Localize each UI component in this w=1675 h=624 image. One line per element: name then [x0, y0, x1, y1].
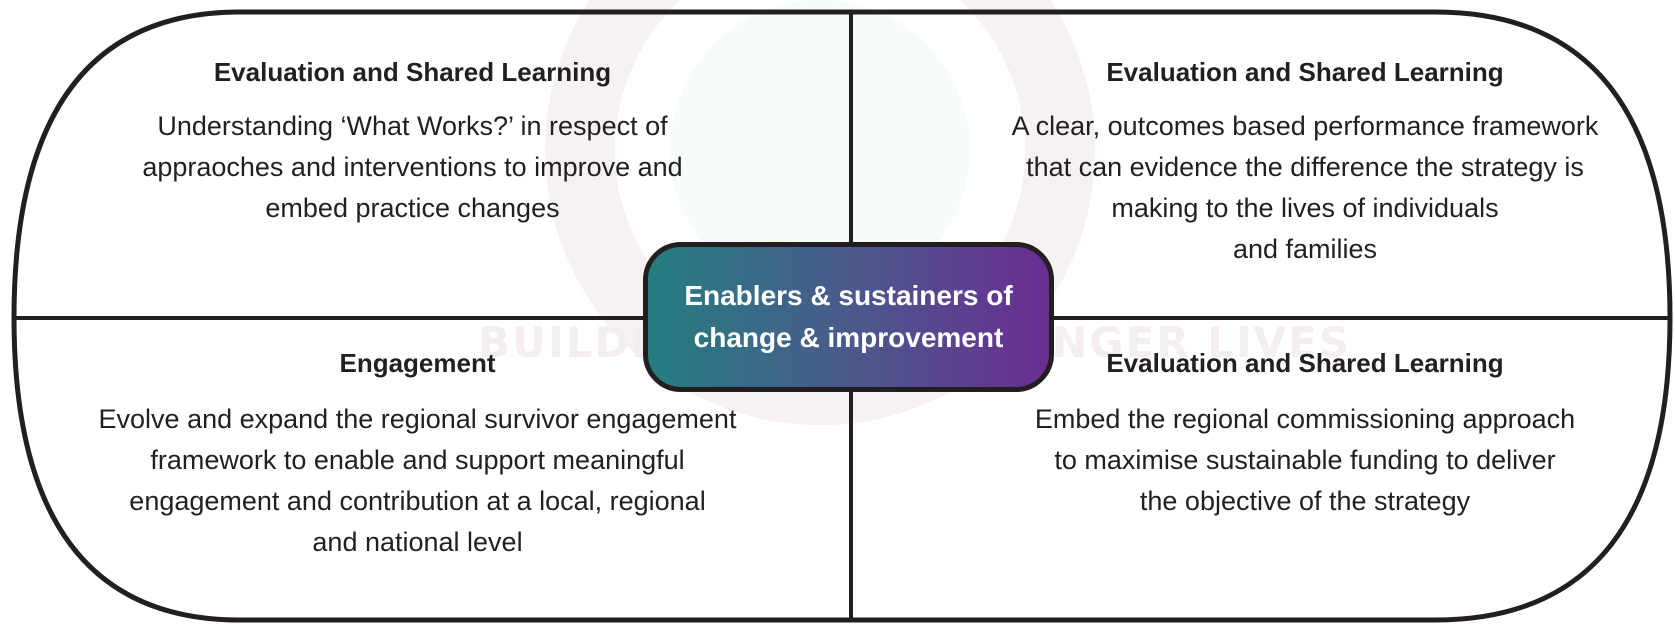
- quadrant-text: Evolve and expand the regional survivor …: [45, 399, 790, 563]
- watermark-text-right: NGER LIVES: [1052, 318, 1352, 367]
- text-line: to maximise sustainable funding to deliv…: [1054, 445, 1556, 475]
- quadrant-title: Engagement: [339, 348, 496, 378]
- text-line: making to the lives of individuals: [1111, 193, 1499, 223]
- text-line: A clear, outcomes based performance fram…: [1011, 111, 1599, 141]
- quadrant-text: Understanding ‘What Works?’ in respect o…: [80, 106, 745, 229]
- text-line: framework to enable and support meaningf…: [150, 445, 685, 475]
- center-label-line: change & improvement: [693, 322, 1004, 353]
- text-line: that can evidence the difference the str…: [1026, 152, 1584, 182]
- text-line: Understanding ‘What Works?’ in respect o…: [157, 111, 668, 141]
- text-line: embed practice changes: [265, 193, 560, 223]
- text-line: and national level: [312, 527, 523, 557]
- center-label-box: Enablers & sustainers of change & improv…: [643, 242, 1054, 392]
- quadrant-text: Embed the regional commissioning approac…: [960, 399, 1650, 522]
- text-line: and families: [1232, 234, 1378, 264]
- quadrant-text: A clear, outcomes based performance fram…: [955, 106, 1655, 270]
- text-line: appraoches and interventions to improve …: [142, 152, 683, 182]
- quadrant-top-right: Evaluation and Shared Learning A clear, …: [955, 56, 1655, 270]
- quadrant-title: Evaluation and Shared Learning: [1106, 348, 1504, 378]
- quadrant-top-left: Evaluation and Shared Learning Understan…: [80, 56, 745, 229]
- quadrant-bottom-left: Engagement Evolve and expand the regiona…: [45, 347, 790, 563]
- text-line: engagement and contribution at a local, …: [129, 486, 706, 516]
- text-line: Embed the regional commissioning approac…: [1034, 404, 1576, 434]
- center-label-line: Enablers & sustainers of: [684, 280, 1013, 311]
- text-line: the objective of the strategy: [1139, 486, 1471, 516]
- quadrant-title: Evaluation and Shared Learning: [213, 57, 612, 87]
- text-line: Evolve and expand the regional survivor …: [98, 404, 737, 434]
- quadrant-title: Evaluation and Shared Learning: [1106, 57, 1504, 87]
- outer-border: [11, 9, 1673, 623]
- quadrant-bottom-right: Evaluation and Shared Learning Embed the…: [960, 347, 1650, 522]
- center-label: Enablers & sustainers of change & improv…: [684, 275, 1012, 359]
